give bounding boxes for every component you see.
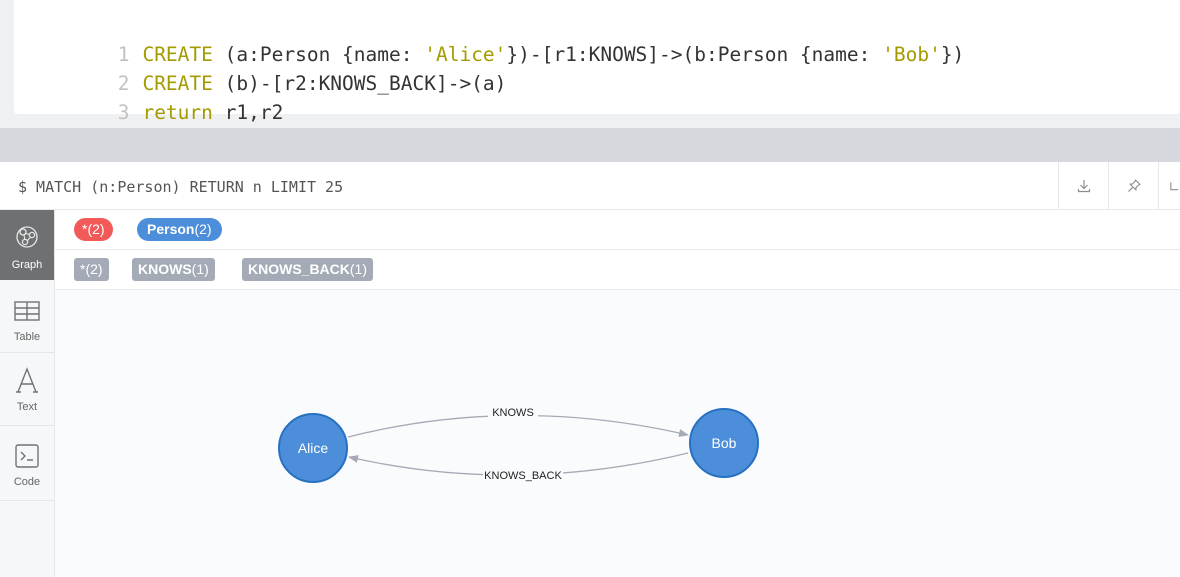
pill-count: (2)	[194, 221, 212, 237]
code-text: })-[r1:KNOWS]->(b:Person {name:	[506, 43, 883, 66]
code-keyword: return	[142, 101, 213, 124]
code-icon	[15, 444, 39, 468]
node-caption: Alice	[298, 440, 329, 456]
line-number: 1	[117, 43, 130, 66]
download-button[interactable]	[1058, 162, 1109, 210]
line-number: 3	[117, 101, 130, 124]
pill-name: *	[82, 221, 88, 237]
pill-name: Person	[147, 221, 195, 237]
code-keyword: CREATE	[142, 72, 213, 95]
tag-count: (1)	[349, 261, 368, 277]
rel-label-bg	[488, 405, 538, 419]
frame-query-text[interactable]: $ MATCH (n:Person) RETURN n LIMIT 25	[18, 178, 344, 196]
code-string: 'Alice'	[424, 43, 507, 66]
code-text: })	[940, 43, 965, 66]
node-circle[interactable]	[689, 408, 759, 478]
rel-tag-all[interactable]: *(2)	[74, 258, 109, 281]
pin-icon	[1128, 179, 1141, 192]
code-line-3[interactable]: 3 return r1,r2	[14, 69, 284, 124]
rel-label-bg	[483, 468, 563, 482]
expand-icon	[1170, 182, 1179, 191]
relationship-type-legend: *(2) KNOWS(1) KNOWS_BACK(1)	[55, 250, 1180, 290]
tab-label: Table	[13, 331, 41, 343]
node-caption: Bob	[712, 435, 737, 451]
frame-header: $ MATCH (n:Person) RETURN n LIMIT 25	[0, 162, 1180, 210]
code-text: r1,r2	[212, 101, 284, 124]
download-icon	[1077, 180, 1091, 193]
rel-tag-knows[interactable]: KNOWS(1)	[132, 258, 215, 281]
node-label-legend: *(2) Person(2)	[55, 210, 1180, 250]
line-number: 2	[117, 72, 130, 95]
label-pill-person[interactable]: Person(2)	[137, 218, 222, 241]
node-bob[interactable]: Bob	[689, 408, 759, 478]
tab-label: Code	[13, 476, 41, 488]
code-line-2[interactable]: 2 CREATE (b)-[r2:KNOWS_BACK]->(a)	[14, 40, 507, 95]
rel-tag-knows-back[interactable]: KNOWS_BACK(1)	[242, 258, 374, 281]
table-icon	[14, 301, 40, 321]
code-string: 'Bob'	[882, 43, 941, 66]
relationship-label-knows-back: KNOWS_BACK	[484, 470, 562, 482]
pill-count: (2)	[87, 221, 105, 237]
tag-name: KNOWS_BACK	[248, 261, 350, 277]
tab-label: Text	[16, 401, 38, 413]
result-frame: $ MATCH (n:Person) RETURN n LIMIT 25	[0, 162, 1180, 577]
view-tabs: Graph Table Text Code	[0, 210, 55, 577]
code-line-1[interactable]: 1 CREATE (a:Person {name: 'Alice'})-[r1:K…	[14, 11, 965, 66]
label-pill-all[interactable]: *(2)	[74, 218, 113, 241]
tab-label: Graph	[11, 259, 43, 271]
node-alice[interactable]: Alice	[278, 413, 348, 483]
text-icon	[16, 367, 38, 393]
graph-svg[interactable]: KNOWS KNOWS_BACK Alice Bob	[55, 290, 1180, 577]
pin-button[interactable]	[1108, 162, 1159, 210]
code-text: (b)-[r2:KNOWS_BACK]->(a)	[212, 72, 507, 95]
node-circle[interactable]	[278, 413, 348, 483]
graph-canvas[interactable]: KNOWS KNOWS_BACK Alice Bob	[55, 290, 1180, 577]
tag-count: (1)	[191, 261, 209, 277]
graph-icon	[16, 226, 38, 248]
code-text: (a:Person {name:	[212, 43, 425, 66]
code-keyword: CREATE	[142, 43, 213, 66]
tab-table[interactable]: Table	[0, 280, 54, 353]
tab-text[interactable]: Text	[0, 353, 54, 426]
tag-count: (2)	[85, 261, 103, 277]
relationship-label-knows: KNOWS	[492, 407, 534, 419]
tab-graph[interactable]: Graph	[0, 210, 54, 280]
expand-button[interactable]	[1158, 162, 1180, 210]
tab-code[interactable]: Code	[0, 426, 54, 501]
tag-name: KNOWS	[138, 261, 192, 277]
tag-name: *	[80, 261, 86, 277]
